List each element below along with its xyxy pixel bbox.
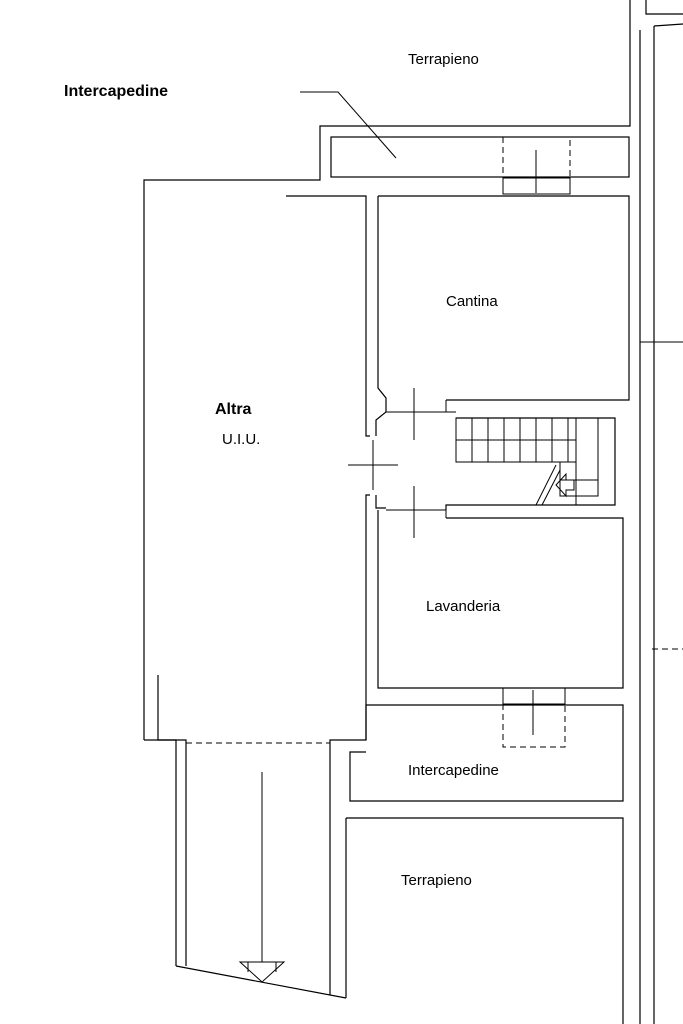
staircase [455, 417, 599, 506]
altra-uiu-room [144, 195, 370, 999]
top-right-boundary [143, 0, 683, 1024]
terrapieno-top-label: Terrapieno [408, 51, 479, 68]
lavanderia-room [377, 510, 624, 748]
intercapedine-leader [300, 91, 397, 159]
uiu-label: U.I.U. [222, 431, 260, 448]
stair-hall [348, 388, 616, 538]
terrapieno-bottom-label: Terrapieno [401, 872, 472, 889]
upper-intercapedine-strip [330, 136, 630, 195]
exit-arrow-icon [238, 772, 286, 983]
intercapedine-top-label: Intercapedine [64, 83, 168, 100]
cantina-room [375, 195, 630, 436]
cantina-label: Cantina [446, 293, 498, 310]
lower-intercapedine-room [349, 704, 624, 802]
intercapedine-bottom-label: Intercapedine [408, 762, 499, 779]
lavanderia-label: Lavanderia [426, 598, 501, 615]
altra-label: Altra [215, 401, 252, 418]
lower-terrapieno-room [346, 817, 624, 1024]
